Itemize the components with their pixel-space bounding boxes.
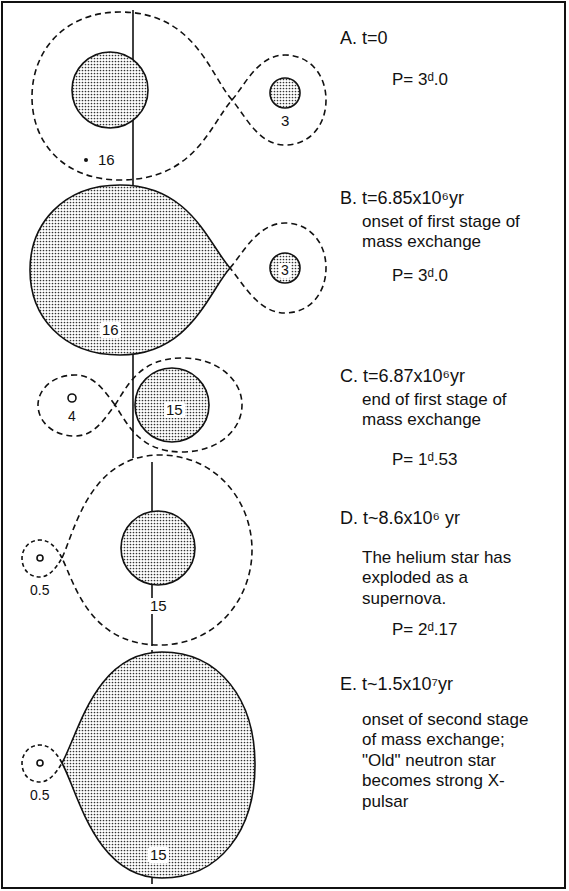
period-label: P= 2ᵈ.17 [392, 620, 458, 640]
helium-star [68, 394, 76, 402]
mass-number: 0.5 [28, 788, 51, 803]
mass-number: 15 [148, 847, 169, 863]
mass-number: 16 [100, 322, 121, 338]
period-label: P= 3ᵈ.0 [392, 70, 448, 90]
mass-number: 15 [164, 402, 185, 418]
filled-roche-lobe [62, 652, 255, 878]
primary-star [72, 52, 148, 128]
period-label: P= 1ᵈ.53 [392, 450, 458, 470]
filled-roche-lobe [30, 185, 230, 355]
stage-note: onset of second stage of mass exchange; … [362, 710, 534, 812]
panel-heading: E. t~1.5x10⁷yr [340, 674, 453, 696]
mass-number: 0.5 [28, 583, 51, 598]
roche-lobe [38, 375, 115, 436]
marker-dot [84, 158, 88, 162]
secondary-star [270, 253, 300, 283]
roche-lobe [22, 745, 62, 782]
stage-note: end of first stage of mass exchange [362, 390, 527, 431]
secondary-star [270, 78, 300, 108]
primary-star [121, 511, 195, 585]
mass-number: 16 [96, 152, 117, 168]
panel-heading: C. t=6.87x10⁶yr [340, 366, 465, 388]
panel-heading: A. t=0 [340, 28, 388, 50]
period-label: P= 3ᵈ.0 [392, 266, 448, 286]
stage-note: onset of first stage of mass exchange [362, 212, 542, 253]
mass-number: 3 [279, 113, 291, 129]
roche-lobe [115, 358, 242, 452]
mass-number: 15 [148, 598, 169, 614]
mass-number: 4 [66, 409, 78, 424]
roche-lobe [62, 455, 252, 645]
roche-lobe [22, 540, 62, 577]
roche-lobe [32, 12, 232, 180]
neutron-star [37, 760, 43, 766]
roche-lobe [232, 55, 326, 145]
roche-lobe [230, 223, 326, 313]
neutron-star [37, 555, 43, 561]
panel-heading: D. t~8.6x10⁶ yr [340, 508, 460, 530]
event-note: The helium star has exploded as a supern… [362, 548, 520, 609]
mass-number: 3 [279, 263, 291, 278]
panel-heading: B. t=6.85x10⁶yr [340, 188, 464, 210]
primary-star [135, 368, 209, 442]
